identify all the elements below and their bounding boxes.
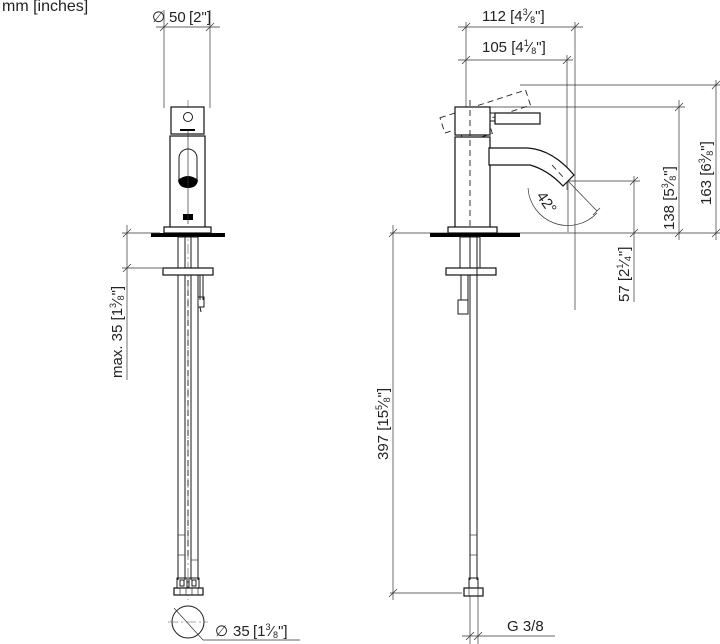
side-view: 112 [43⁄8"] 105 [41⁄8"] 163 [63⁄8"] 138 … [374,7,720,644]
diameter-bottom-mm: 35 [233,623,250,640]
diameter-top-symbol: ∅ [152,9,165,26]
spout-angle-label: 42° [533,189,560,217]
connection-label: G 3/8 [507,618,544,635]
units-label: mm [inches] [2,0,89,15]
diameter-bottom-inch: [13⁄8"] [253,622,288,640]
hose-length-label: 397 [155⁄8"] [374,388,392,460]
max-thickness-label: max. 35 [13⁄8"] [108,286,126,378]
height-total-label: 163 [63⁄8"] [697,141,715,205]
height-handle-label: 138 [53⁄8"] [660,166,678,230]
diameter-top-inch: [2"] [189,9,211,26]
reach-spout-label: 105 [41⁄8"] [482,38,546,56]
front-view: ∅ 50 [2"] [108,9,300,641]
diameter-bottom-symbol: ∅ [215,623,228,640]
spout-height-label: 57 [21⁄4"] [615,247,633,302]
reach-total-label: 112 [43⁄8"] [482,7,545,25]
diameter-top-mm: 50 [169,9,186,26]
